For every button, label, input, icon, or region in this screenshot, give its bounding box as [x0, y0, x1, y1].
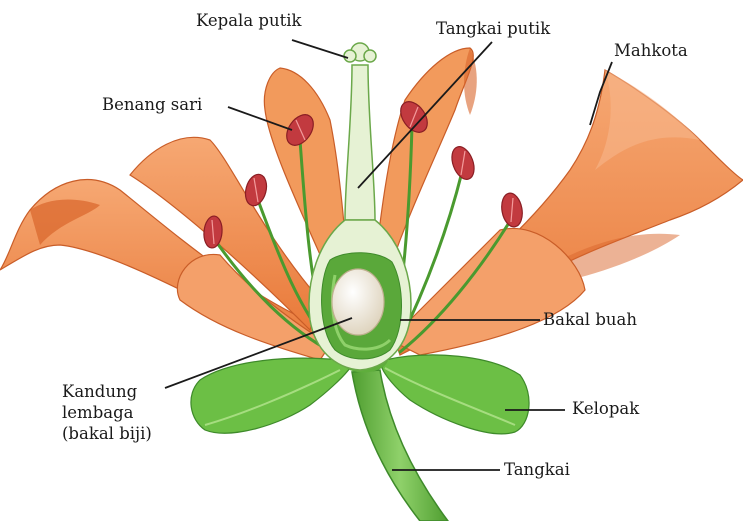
label-tangkai-putik: Tangkai putik — [436, 18, 550, 39]
ovule — [332, 269, 384, 335]
leader-kepala-putik — [292, 40, 348, 58]
label-kandung-lembaga-line-3: (bakal biji) — [62, 423, 152, 444]
pistil-style — [345, 65, 375, 220]
label-kandung-lembaga-line-2: lembaga — [62, 402, 152, 423]
label-tangkai: Tangkai — [504, 459, 570, 480]
label-kandung-lembaga-line-1: Kandung — [62, 381, 152, 402]
label-mahkota: Mahkota — [614, 40, 688, 61]
label-bakal-buah: Bakal buah — [543, 309, 637, 330]
label-benang-sari: Benang sari — [102, 94, 202, 115]
label-kepala-putik: Kepala putik — [196, 10, 302, 31]
stigma — [344, 43, 376, 62]
label-kelopak: Kelopak — [572, 398, 639, 419]
label-kandung-lembaga: Kandung lembaga (bakal biji) — [62, 381, 152, 444]
